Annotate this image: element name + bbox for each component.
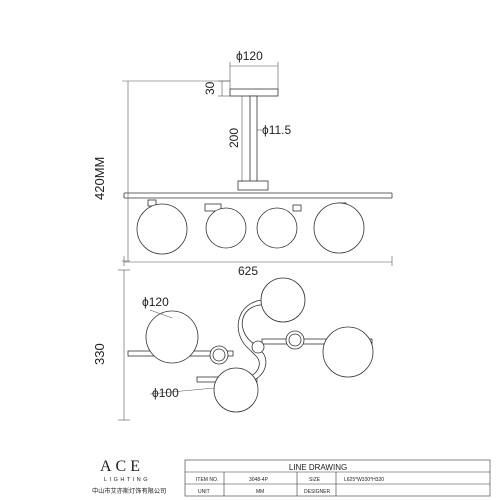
elevation-view: [123, 88, 393, 255]
plan-depth-label: 330: [92, 343, 107, 365]
globe: [136, 203, 188, 255]
plan-dimensions: [118, 269, 215, 421]
designer-label: DESIGNER: [304, 489, 331, 495]
title-block-text: LINE DRAWING ITEM NO. 3048-4P SIZE L625*…: [196, 463, 384, 495]
holder: [288, 333, 302, 347]
down-rod: [249, 95, 258, 183]
size-label: SIZE: [309, 477, 321, 483]
globe: [322, 326, 374, 378]
large-globe-label: ϕ120: [142, 295, 169, 309]
arm: [261, 338, 373, 345]
rod-length-label: 200: [227, 128, 241, 148]
rod-diameter-label: ϕ11.5: [262, 123, 292, 137]
title-block-title: LINE DRAWING: [289, 463, 347, 472]
brand-logo-text: ACE: [100, 458, 144, 475]
elevation-dimension-labels: ϕ120 30 200 ϕ11.5 420MM 625: [92, 49, 292, 278]
elevation-dimensions: [122, 62, 393, 266]
globe: [260, 277, 306, 323]
holder: [292, 204, 302, 212]
canopy: [229, 88, 279, 97]
plan-view: [127, 277, 374, 413]
item-no-value: 3048-4P: [249, 477, 269, 483]
globe: [205, 207, 247, 249]
center-hub: [251, 340, 265, 354]
brand-block: ACE LIGHTING 中山市艾亦斯灯饰有限公司: [92, 458, 166, 495]
hub: [237, 180, 269, 191]
size-value: L625*W330*H320: [344, 477, 384, 483]
company-name: 中山市艾亦斯灯饰有限公司: [92, 487, 166, 495]
globe: [145, 310, 199, 364]
plan-dimension-labels: 330 ϕ120 ϕ100: [92, 295, 179, 400]
holder: [204, 203, 222, 212]
globe: [313, 202, 365, 254]
unit-label: UNIT: [198, 489, 210, 495]
holder: [212, 348, 226, 362]
canopy-height-label: 30: [203, 81, 217, 95]
title-block: [184, 459, 491, 497]
overall-height-label: 420MM: [92, 157, 107, 200]
item-no-label: ITEM NO.: [196, 477, 218, 483]
canopy-diameter-label: ϕ120: [236, 49, 263, 63]
unit-value: MM: [256, 489, 264, 495]
globe: [213, 367, 259, 413]
globe: [256, 207, 298, 249]
overall-width-label: 625: [238, 264, 258, 278]
small-globe-label: ϕ100: [152, 386, 179, 400]
brand-sub-text: LIGHTING: [104, 477, 150, 483]
